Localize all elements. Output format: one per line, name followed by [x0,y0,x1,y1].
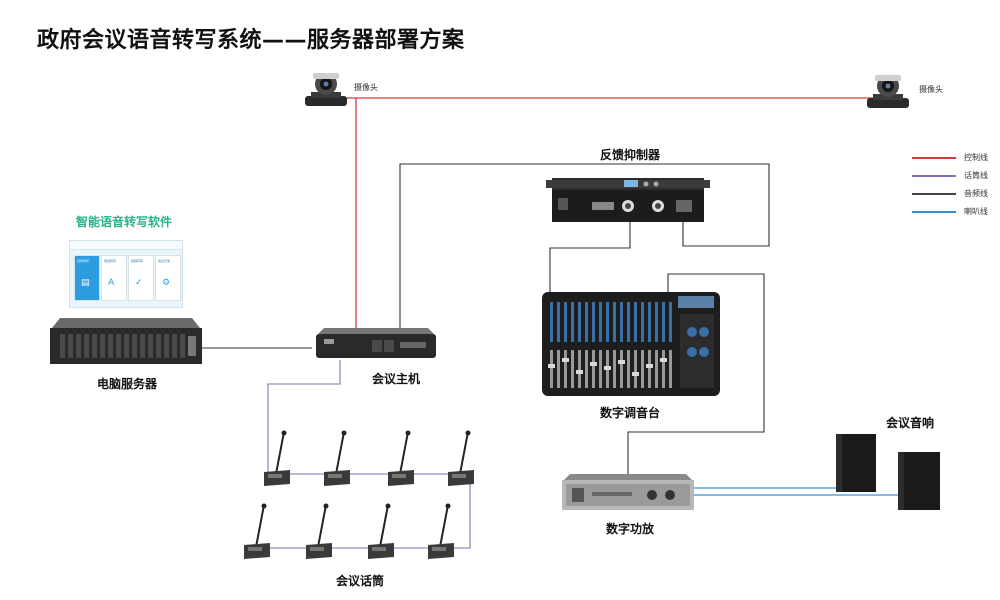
check-icon: ✓ [135,278,143,288]
feedback-suppressor [546,176,710,230]
camera-right [865,72,911,118]
microphone-icon [368,503,394,559]
software-card: 实时转写 ▤ [74,255,100,301]
microphone-icon [264,430,290,486]
computer-server-label: 电脑服务器 [97,377,158,391]
conference-microphones-label: 会议话筒 [336,574,385,588]
conference-microphone [386,430,416,492]
camera-right-label: 摄像头 [919,85,943,94]
speaker-right [898,452,940,516]
microphone-icon [448,430,474,486]
control-lines [330,97,888,328]
software-card: 离线转写 A [101,255,127,301]
legend-mic: 话筒线 [912,170,1000,188]
camera-icon [867,75,909,108]
computer-server [50,318,202,370]
legend-speaker: 喇叭线 [912,206,1000,224]
digital-mixer-label: 数字调音台 [600,406,661,420]
conference-host-label: 会议主机 [372,372,421,386]
conference-microphone [242,503,272,565]
conference-microphone [304,503,334,565]
software-screenshot: 实时转写 ▤ 离线转写 A 视频转写 ✓ 会议记录 ⚙ [69,240,183,308]
feedback-suppressor-label: 反馈抑制器 [600,148,661,162]
camera-left [303,70,349,116]
speaker-icon [898,452,940,510]
software-card: 会议记录 ⚙ [155,255,181,301]
microphone-icon [388,430,414,486]
microphone-icon [244,503,270,559]
host-unit-icon [316,328,436,358]
camera-left-label: 摄像头 [354,83,378,92]
conference-host [316,328,436,366]
legend: 控制线 话筒线 音频线 喇叭线 [912,152,1000,224]
microphone-icon [428,503,454,559]
legend-control: 控制线 [912,152,1000,170]
text-icon: A [108,278,115,288]
software-title: 智能语音转写软件 [76,215,173,229]
conference-microphone [426,503,456,565]
settings-icon: ⚙ [162,278,171,288]
amplifier-icon [562,474,694,510]
speaker-lines [690,487,902,496]
speakers-label: 会议音响 [886,416,935,430]
rack-unit-icon [546,178,710,222]
conference-microphone [322,430,352,492]
speaker-icon [836,434,876,492]
conference-microphone [262,430,292,492]
speaker-left [836,434,876,498]
audio-lines [200,163,770,476]
microphone-icon [324,430,350,486]
mixer-icon [542,292,720,396]
page-title: 政府会议语音转写系统——服务器部署方案 [37,28,465,53]
microphone-icon [306,503,332,559]
legend-audio: 音频线 [912,188,1000,206]
digital-amplifier-label: 数字功放 [606,522,655,536]
camera-icon [305,73,347,106]
software-card: 视频转写 ✓ [128,255,154,301]
conference-microphone [366,503,396,565]
digital-mixer [542,292,720,402]
conference-microphone [446,430,476,492]
digital-amplifier [562,474,694,518]
server-icon [50,318,202,364]
document-icon: ▤ [81,278,90,288]
